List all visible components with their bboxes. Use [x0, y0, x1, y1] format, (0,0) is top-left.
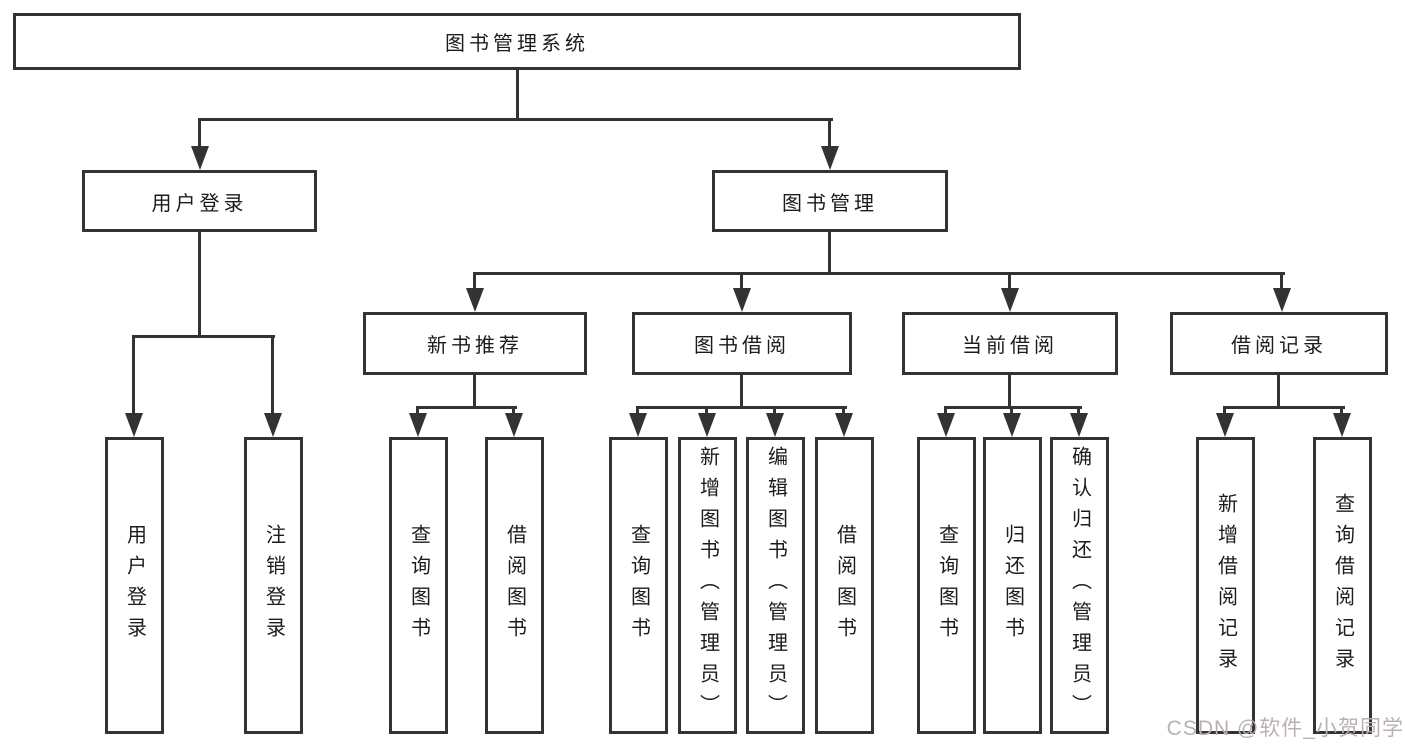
connector-line: [705, 406, 708, 415]
leaf-add-book-admin: 新增图书（管理员）: [678, 437, 737, 734]
connector-line: [473, 272, 476, 290]
connector-line: [416, 406, 419, 415]
node-book-management: 图书管理: [712, 170, 948, 232]
node-label: 图书管理: [782, 192, 878, 215]
node-label: 借阅图书: [503, 523, 526, 648]
node-label: 新书推荐: [427, 335, 523, 357]
connector-line: [271, 335, 274, 417]
leaf-borrow-book-recommend: 借阅图书: [485, 437, 544, 734]
connector-line: [636, 406, 639, 415]
connector-line: [1008, 375, 1011, 409]
connector-line: [740, 272, 743, 290]
node-label: 查询图书: [407, 523, 430, 648]
node-label: 归还图书: [1001, 523, 1024, 648]
connector-line: [1277, 375, 1280, 409]
node-label: 查询图书: [935, 523, 958, 648]
arrow-down-icon: [125, 413, 143, 437]
node-label: 确认归还（管理员）: [1068, 446, 1091, 725]
leaf-query-book-recommend: 查询图书: [389, 437, 448, 734]
connector-line: [1010, 406, 1013, 415]
arrow-down-icon: [1003, 413, 1021, 437]
connector-line: [132, 335, 275, 338]
node-user-login: 用户登录: [82, 170, 317, 232]
node-current-borrow: 当前借阅: [902, 312, 1118, 375]
arrow-down-icon: [1070, 413, 1088, 437]
connector-line: [1340, 406, 1343, 415]
connector-line: [473, 272, 1285, 275]
node-label: 用户登录: [151, 192, 248, 215]
connector-line: [198, 232, 201, 338]
leaf-query-book-current: 查询图书: [917, 437, 976, 734]
leaf-edit-book-admin: 编辑图书（管理员）: [746, 437, 805, 734]
node-borrow-record: 借阅记录: [1170, 312, 1388, 375]
connector-line: [512, 406, 515, 415]
arrow-down-icon: [264, 413, 282, 437]
connector-line: [740, 375, 743, 409]
leaf-return-book: 归还图书: [983, 437, 1042, 734]
node-label: 新增借阅记录: [1214, 492, 1237, 679]
csdn-watermark: CSDN @软件_小贺同学: [1166, 717, 1404, 740]
connector-line: [1008, 272, 1011, 290]
connector-line: [198, 118, 201, 148]
node-label: 当前借阅: [962, 335, 1058, 357]
connector-line: [1280, 272, 1283, 290]
leaf-user-login: 用户登录: [105, 437, 164, 734]
connector-line: [944, 406, 947, 415]
connector-line: [636, 406, 847, 409]
arrow-down-icon: [505, 413, 523, 437]
arrow-down-icon: [937, 413, 955, 437]
connector-line: [828, 118, 831, 148]
node-label: 新增图书（管理员）: [696, 446, 719, 725]
node-label: 借阅记录: [1231, 335, 1327, 357]
node-label: 图书借阅: [694, 335, 790, 357]
node-book-borrow: 图书借阅: [632, 312, 852, 375]
connector-line: [1223, 406, 1345, 409]
node-library-system: 图书管理系统: [13, 13, 1021, 70]
leaf-query-borrow-record: 查询借阅记录: [1313, 437, 1372, 734]
arrow-down-icon: [766, 413, 784, 437]
arrow-down-icon: [409, 413, 427, 437]
connector-line: [828, 232, 831, 275]
connector-line: [944, 406, 1082, 409]
leaf-query-book-borrow: 查询图书: [609, 437, 668, 734]
arrow-down-icon: [1333, 413, 1351, 437]
node-new-book-recommend: 新书推荐: [363, 312, 587, 375]
arrow-down-icon: [466, 288, 484, 312]
node-label: 注销登录: [262, 523, 285, 648]
node-label: 查询借阅记录: [1331, 492, 1354, 679]
arrow-down-icon: [835, 413, 853, 437]
leaf-logout: 注销登录: [244, 437, 303, 734]
connector-line: [1223, 406, 1226, 415]
leaf-confirm-return-admin: 确认归还（管理员）: [1050, 437, 1109, 734]
connector-line: [473, 375, 476, 409]
connector-line: [199, 118, 833, 121]
connector-line: [132, 335, 135, 417]
arrow-down-icon: [733, 288, 751, 312]
node-label: 编辑图书（管理员）: [764, 446, 787, 725]
connector-line: [1077, 406, 1080, 415]
connector-line: [516, 70, 519, 118]
node-label: 借阅图书: [833, 523, 856, 648]
arrow-down-icon: [1273, 288, 1291, 312]
arrow-down-icon: [821, 146, 839, 170]
node-label: 查询图书: [627, 523, 650, 648]
leaf-add-borrow-record: 新增借阅记录: [1196, 437, 1255, 734]
arrow-down-icon: [629, 413, 647, 437]
arrow-down-icon: [1001, 288, 1019, 312]
connector-line: [416, 406, 517, 409]
connector-line: [773, 406, 776, 415]
arrow-down-icon: [1216, 413, 1234, 437]
arrow-down-icon: [191, 146, 209, 170]
node-label: 图书管理系统: [445, 33, 589, 55]
node-label: 用户登录: [123, 523, 146, 648]
connector-line: [842, 406, 845, 415]
leaf-borrow-book: 借阅图书: [815, 437, 874, 734]
arrow-down-icon: [698, 413, 716, 437]
